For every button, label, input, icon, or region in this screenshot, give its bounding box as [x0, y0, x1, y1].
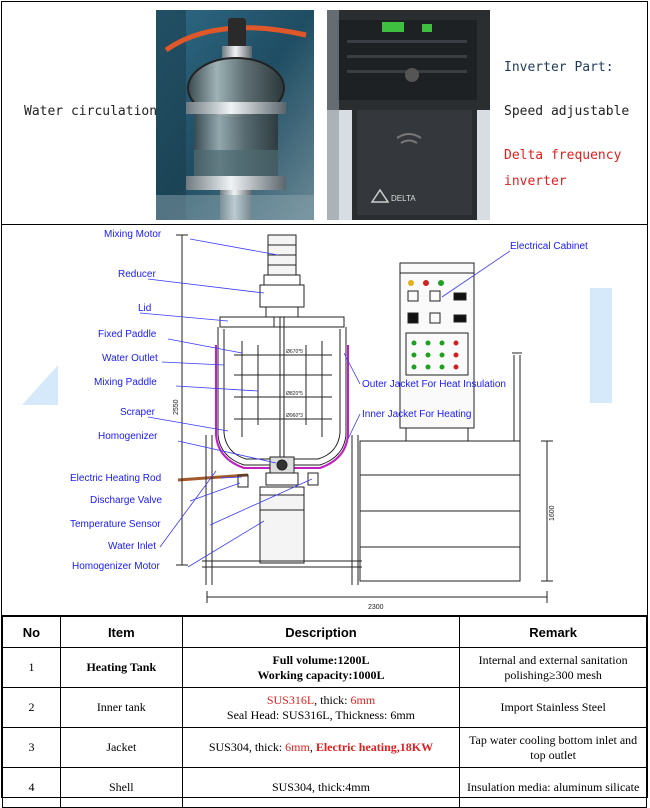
- cell-item: Heating Tank: [59, 647, 183, 688]
- header-item: Item: [59, 616, 183, 648]
- cell-description: SUS304, thick: 6mm, Electric heating,18K…: [181, 727, 461, 768]
- water-circulation-label: Water circulation: [24, 104, 158, 119]
- label-fixed-paddle: Fixed Paddle: [98, 329, 157, 340]
- dim-height-frame: 1600: [549, 505, 556, 521]
- desc-line-1: Full volume:1200L: [272, 652, 370, 667]
- label-discharge-valve: Discharge Valve: [90, 495, 163, 506]
- table-row: 2 Inner tank SUS316L, thick: 6mm Seal He…: [2, 687, 647, 728]
- dim-height-total: 2550: [173, 399, 180, 415]
- label-inner-jacket: Inner Jacket For Heating: [362, 409, 472, 420]
- cell-no: 1: [2, 647, 61, 688]
- desc-line-2: Seal Head: SUS316L, Thickness: 6mm: [226, 707, 416, 722]
- desc-thickness: 6mm: [285, 740, 310, 754]
- cell-description: Full volume:1200L Working capacity:1000L: [181, 647, 461, 688]
- label-temperature-sensor: Temperature Sensor: [70, 519, 161, 530]
- cell-description: SUS316L, thick: 6mm Seal Head: SUS316L, …: [181, 687, 461, 728]
- cell-remark: Import Stainless Steel: [459, 687, 647, 728]
- inverter-brand: DELTA: [391, 194, 416, 203]
- cell-item: Shell: [59, 767, 183, 808]
- top-row: Water circulation: [2, 2, 647, 225]
- table-row: 4 Shell SUS304, thick:4mm Insulation med…: [2, 767, 647, 808]
- label-reducer: Reducer: [118, 269, 156, 280]
- label-water-inlet: Water Inlet: [108, 541, 156, 552]
- inner-mark-1: Ø670*5: [286, 349, 303, 355]
- cell-no: 2: [2, 687, 61, 728]
- label-homogenizer-motor: Homogenizer Motor: [72, 561, 160, 572]
- table-row: 3 Jacket SUS304, thick: 6mm, Electric he…: [2, 727, 647, 768]
- cell-remark: Internal and external sanitation polishi…: [459, 647, 647, 688]
- desc-mid: , thick:: [314, 692, 351, 707]
- desc-a: SUS304, thick:: [208, 740, 286, 754]
- delta-line-2: inverter: [504, 174, 567, 189]
- inner-mark-3: Ø960*3: [286, 413, 303, 419]
- dim-width: 2300: [368, 604, 384, 611]
- header-remark: Remark: [459, 616, 647, 648]
- spec-table: No Item Description Remark 1 Heating Tan…: [2, 616, 647, 808]
- label-mixing-paddle: Mixing Paddle: [94, 377, 157, 388]
- desc-heating: Electric heating,18KW: [315, 740, 434, 754]
- desc-line-2: Working capacity:1000L: [257, 667, 385, 682]
- speed-text: Speed adjustable: [504, 104, 630, 119]
- inverter-photo: DELTA: [327, 10, 490, 220]
- table-row: 1 Heating Tank Full volume:1200L Working…: [2, 647, 647, 688]
- desc-material: SUS316L: [266, 692, 315, 707]
- inner-mark-2: Ø820*5: [286, 391, 303, 397]
- cell-no: 4: [2, 767, 61, 808]
- desc-thickness: 6mm: [350, 692, 376, 707]
- cell-remark: Tap water cooling bottom inlet and top o…: [459, 727, 647, 768]
- label-electric-heating-rod: Electric Heating Rod: [70, 473, 161, 484]
- cell-item: Jacket: [59, 727, 183, 768]
- water-circulation-photo: [156, 10, 314, 220]
- cell-no: 3: [2, 727, 61, 768]
- header-description: Description: [181, 616, 461, 648]
- cell-item: Inner tank: [59, 687, 183, 728]
- label-scraper: Scraper: [120, 407, 156, 418]
- cell-remark: Insulation media: aluminum silicate: [459, 767, 647, 808]
- cell-description: SUS304, thick:4mm: [181, 767, 461, 808]
- inverter-title: Inverter Part:: [504, 60, 614, 75]
- table-header-row: No Item Description Remark: [2, 616, 647, 648]
- label-mixing-motor: Mixing Motor: [104, 229, 162, 240]
- machine-diagram: Ø670*5 Ø820*5 Ø960*3 2300 2550 1600: [2, 225, 647, 616]
- left-marker: [22, 365, 58, 405]
- desc-line-1: SUS316L, thick: 6mm: [186, 693, 457, 708]
- desc-sep: ,: [309, 740, 316, 754]
- label-electrical-cabinet: Electrical Cabinet: [510, 241, 588, 252]
- header-no: No: [2, 616, 61, 648]
- label-outer-jacket: Outer Jacket For Heat Insulation: [362, 379, 506, 390]
- cabinet-lamps: [408, 280, 459, 370]
- label-water-outlet: Water Outlet: [102, 353, 158, 364]
- label-homogenizer: Homogenizer: [98, 431, 158, 442]
- label-lid: Lid: [138, 303, 151, 314]
- right-marker: [590, 288, 612, 403]
- delta-line-1: Delta frequency: [504, 148, 622, 163]
